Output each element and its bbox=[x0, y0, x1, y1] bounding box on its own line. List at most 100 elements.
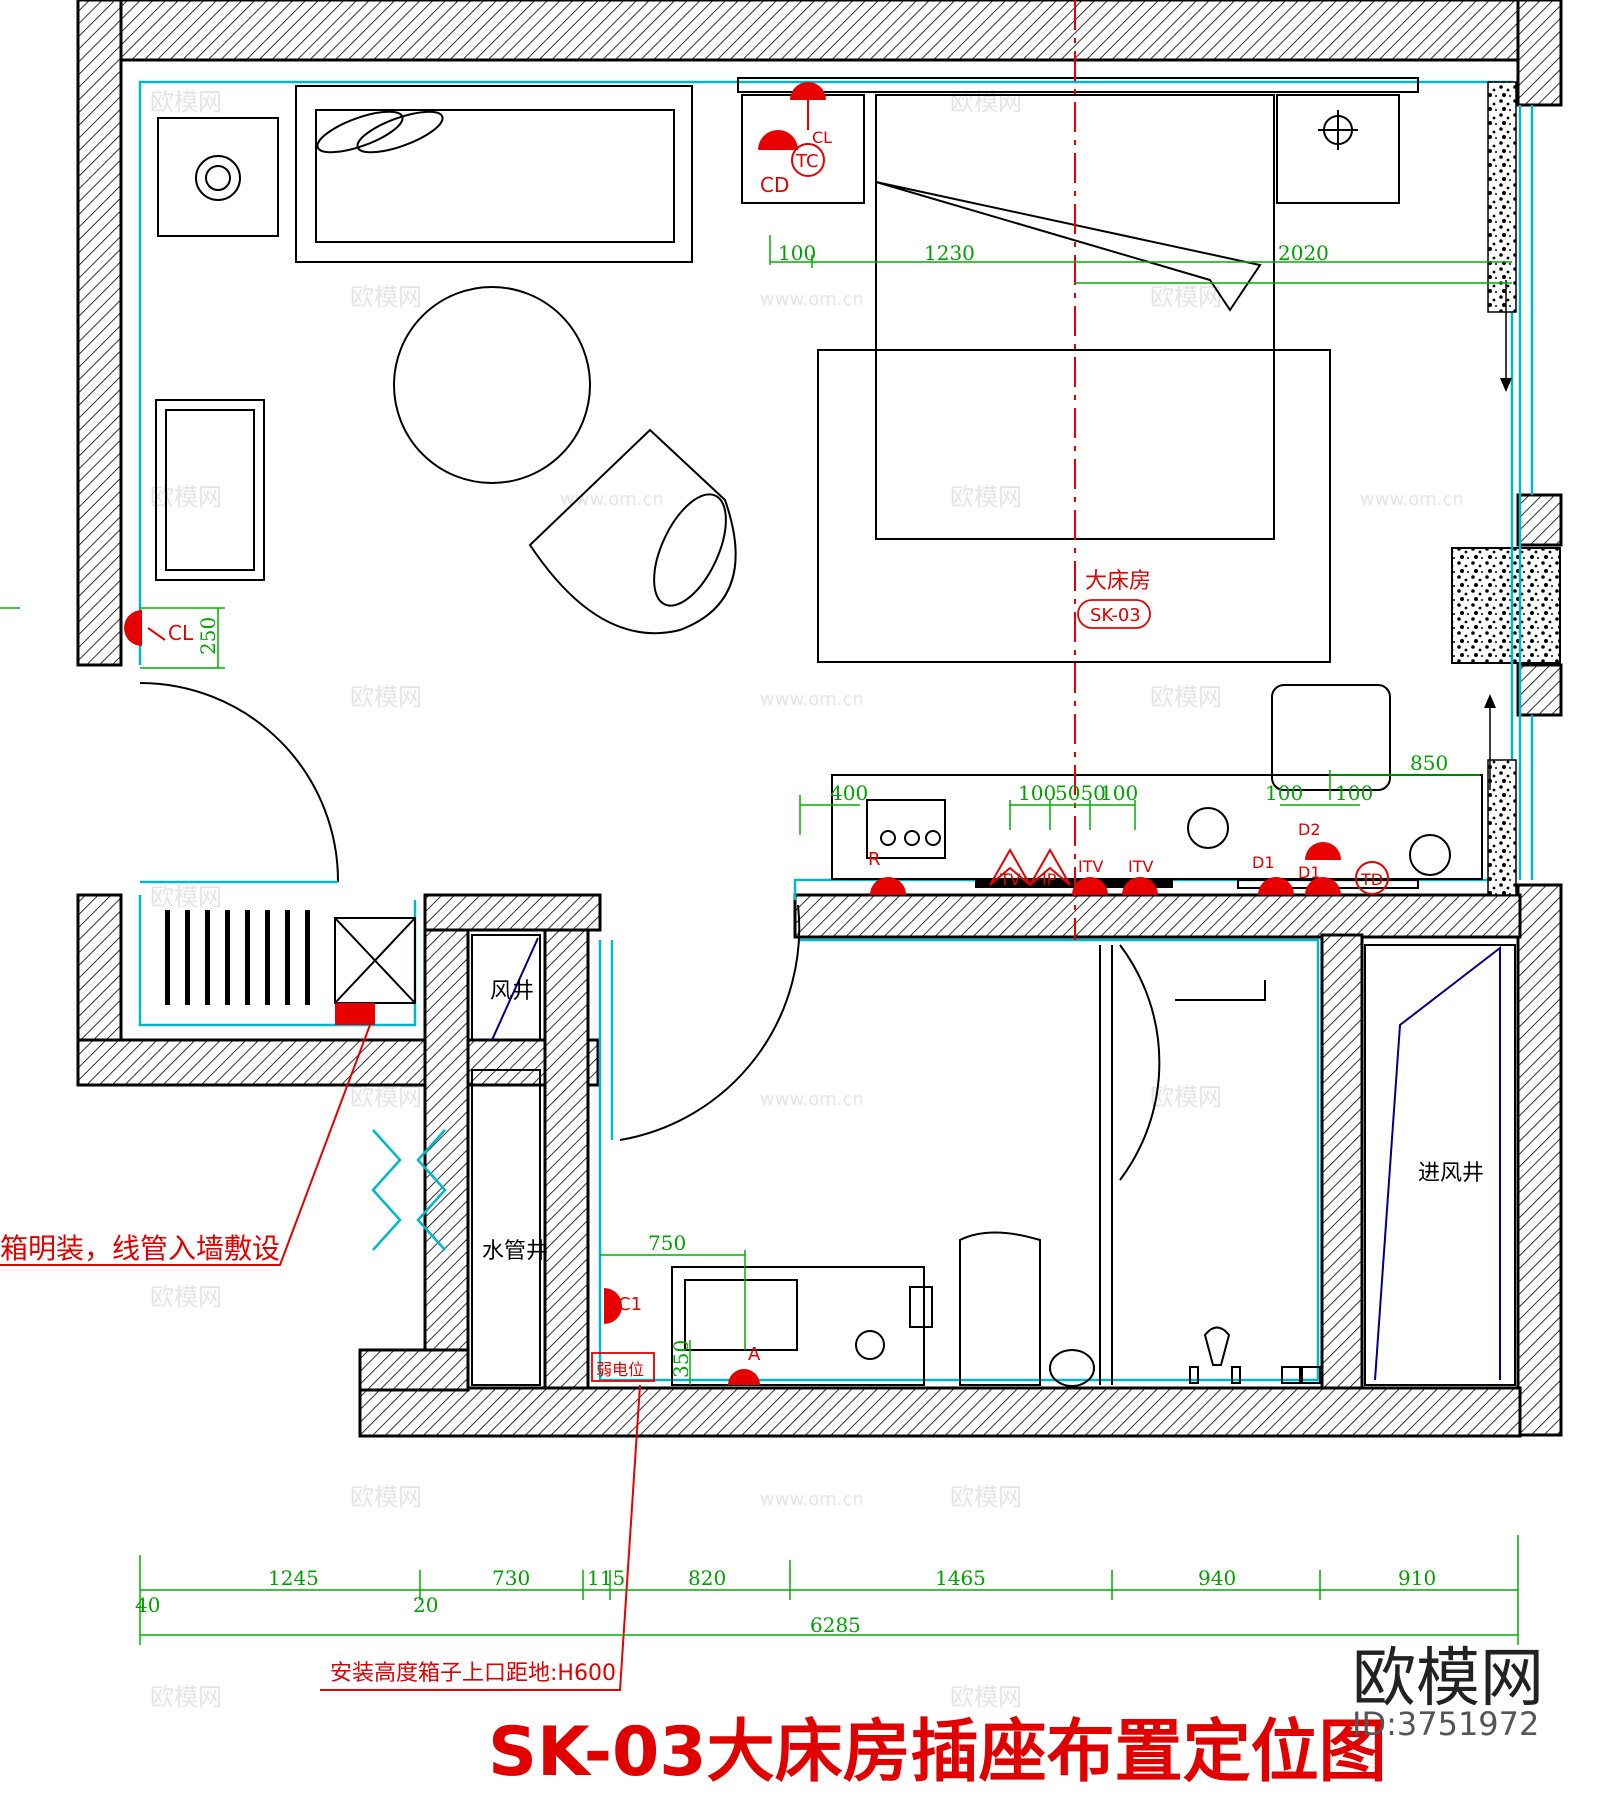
socket-label-td: TD bbox=[1360, 870, 1383, 889]
sockets: CD TC CL CL R TV IP ITV ITV D1 D1 D2 TD … bbox=[124, 82, 1389, 1385]
shaft-door-b bbox=[416, 1129, 447, 1251]
socket-label-itv-2: ITV bbox=[1128, 857, 1153, 876]
room-name: 大床房 bbox=[1085, 569, 1151, 594]
safe-knob bbox=[925, 830, 941, 846]
sofa-pillow-2 bbox=[356, 110, 444, 154]
watermark: 欧模网 bbox=[950, 1683, 1022, 1711]
dim-115: 115 bbox=[587, 1566, 625, 1590]
watermark: 欧模网 bbox=[350, 1483, 422, 1511]
toilet bbox=[959, 1231, 1041, 1386]
dim-100-c: 100 bbox=[1265, 781, 1303, 805]
shower-niche bbox=[1281, 1366, 1301, 1384]
floor-lamp bbox=[1409, 834, 1451, 876]
label-intake-shaft: 进风井 bbox=[1418, 1161, 1484, 1186]
armchair bbox=[528, 428, 737, 635]
desk-lamp bbox=[1187, 807, 1229, 849]
dimensions: 100 1230 2020 250 400 100 5050 100 850 1… bbox=[0, 235, 1519, 1645]
brand-logo: 欧模网 bbox=[1352, 1642, 1544, 1716]
dim-20: 20 bbox=[413, 1593, 438, 1617]
socket-d1-a bbox=[1258, 877, 1294, 895]
wall-left-upper bbox=[76, 0, 123, 667]
walls bbox=[76, 0, 1563, 1438]
bin bbox=[855, 1330, 885, 1360]
air-shaft-box bbox=[471, 934, 541, 1041]
wall-shaft-left bbox=[423, 893, 470, 1387]
watermark-url: www.om.cn bbox=[560, 489, 664, 510]
column-concrete bbox=[1451, 547, 1561, 664]
sofa-seat bbox=[315, 109, 675, 243]
socket-ip bbox=[1029, 847, 1071, 886]
watermark: 欧模网 bbox=[150, 88, 222, 116]
socket-cl-left bbox=[124, 610, 142, 646]
dim-100-a: 100 bbox=[1018, 781, 1056, 805]
room-code-badge bbox=[1077, 599, 1151, 629]
curtain bbox=[1484, 81, 1517, 896]
socket-label-tv: TV bbox=[999, 870, 1021, 889]
dim-850: 850 bbox=[1410, 751, 1448, 775]
wall-right-top bbox=[1516, 0, 1563, 107]
towel-rail bbox=[1175, 980, 1266, 1001]
dim-1245: 1245 bbox=[268, 1566, 319, 1590]
watermark: 欧模网 bbox=[150, 1283, 222, 1311]
shaft-door-a bbox=[371, 1129, 402, 1251]
shower-niche-2 bbox=[1301, 1366, 1321, 1384]
wall-bottom bbox=[358, 1386, 1522, 1438]
dim-820: 820 bbox=[688, 1566, 726, 1590]
wall-right-mid-a bbox=[1516, 493, 1563, 547]
socket-label-d1-b: D1 bbox=[1298, 863, 1321, 882]
watermark: 欧模网 bbox=[350, 683, 422, 711]
finish-line-room bbox=[138, 80, 1514, 900]
socket-label-cl-left: CL bbox=[168, 621, 194, 645]
shower-valve-2 bbox=[1231, 1366, 1241, 1384]
watermark: 欧模网 bbox=[150, 1683, 222, 1711]
leader-install bbox=[320, 1384, 641, 1691]
socket-td bbox=[1355, 861, 1389, 895]
luggage-rack bbox=[155, 399, 265, 581]
dim-6285: 6285 bbox=[810, 1613, 861, 1637]
socket-a bbox=[728, 1369, 760, 1385]
socket-r bbox=[870, 877, 906, 895]
wall-right-mid-b bbox=[1516, 663, 1563, 717]
room-code: SK-03 bbox=[1090, 605, 1141, 626]
brand-id: ID:3751972 bbox=[1352, 1705, 1539, 1743]
socket-cl-top bbox=[790, 82, 826, 100]
shower-valve bbox=[1189, 1366, 1199, 1384]
dim-5050: 5050 bbox=[1055, 781, 1106, 805]
wall-shaft-top bbox=[423, 893, 602, 932]
nightstand-right bbox=[1276, 94, 1400, 204]
shower-door-swing bbox=[1119, 944, 1161, 1181]
wall-top bbox=[76, 0, 1563, 62]
bed-rug bbox=[817, 349, 1331, 663]
socket-label-r: R bbox=[868, 849, 881, 870]
watermark-url: www.om.cn bbox=[760, 289, 864, 310]
side-table-left bbox=[157, 117, 279, 237]
sofa-pillow bbox=[316, 110, 404, 154]
desk-chair bbox=[1271, 684, 1391, 791]
dim-100-d: 100 bbox=[1335, 781, 1373, 805]
socket-itv-2 bbox=[1122, 877, 1158, 895]
desk-counter bbox=[831, 774, 1483, 880]
socket-cd bbox=[758, 130, 798, 150]
socket-label-c1: C1 bbox=[618, 1294, 642, 1315]
dim-940: 940 bbox=[1198, 1566, 1236, 1590]
socket-label-cl-top: CL bbox=[812, 128, 832, 147]
furniture bbox=[139, 77, 1517, 1387]
bed-headboard bbox=[737, 77, 1419, 93]
dim-1465: 1465 bbox=[935, 1566, 986, 1590]
round-table bbox=[393, 286, 591, 484]
install-note: 安装高度箱子上口距地:H600 bbox=[330, 1661, 616, 1686]
ref-box bbox=[591, 1352, 655, 1382]
socket-label-d2: D2 bbox=[1298, 820, 1321, 839]
cabinet-box bbox=[335, 1003, 375, 1025]
dim-100-top: 100 bbox=[778, 241, 816, 265]
dim-40: 40 bbox=[135, 1593, 160, 1617]
drawing-title: SK-03大床房插座布置定位图 bbox=[488, 1713, 1387, 1792]
watermark: 欧模网 bbox=[950, 1483, 1022, 1511]
socket-d1-b bbox=[1305, 877, 1341, 895]
socket-tv bbox=[989, 847, 1031, 886]
safe-box bbox=[866, 799, 946, 859]
entry-door-swing bbox=[139, 682, 340, 883]
label-water-shaft: 水管井 bbox=[482, 1239, 548, 1264]
watermark-url: www.om.cn bbox=[760, 689, 864, 710]
watermark: 欧模网 bbox=[150, 483, 222, 511]
